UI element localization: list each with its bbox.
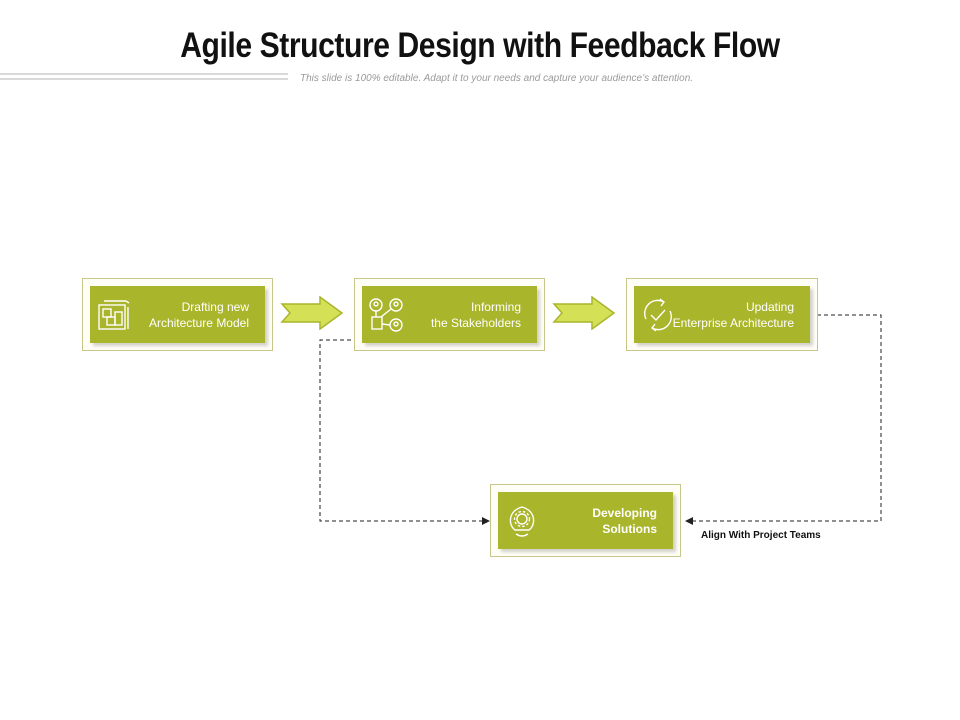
node-label-line1: Informing: [470, 299, 521, 314]
node-label: Informing the Stakeholders: [431, 299, 521, 331]
blueprint-icon: [98, 299, 130, 330]
lightbulb-gear-icon: [509, 505, 535, 537]
flow-arrow-1: [280, 296, 344, 330]
title-rule-bottom: [0, 78, 288, 80]
slide-subtitle: This slide is 100% editable. Adapt it to…: [300, 73, 694, 84]
node-updating[interactable]: Updating Enterprise Architecture: [626, 278, 818, 351]
connector-informing-to-developing: [319, 339, 490, 525]
connector-updating-to-developing: [685, 314, 882, 525]
slide-title: Agile Structure Design with Feedback Flo…: [180, 26, 780, 65]
node-label-line2: the Stakeholders: [430, 315, 521, 330]
stakeholders-network-icon: [369, 297, 403, 332]
node-label-line2: Architecture Model: [148, 315, 249, 330]
node-drafting[interactable]: Drafting new Architecture Model: [82, 278, 273, 351]
node-label-line1: Developing: [592, 505, 657, 520]
node-developing[interactable]: Developing Solutions: [490, 484, 681, 557]
refresh-check-icon: [644, 297, 672, 332]
title-rule-top: [0, 73, 288, 75]
flow-arrow-2: [552, 296, 616, 330]
node-label: Updating Enterprise Architecture: [673, 299, 794, 331]
feedback-connector-label: Align With Project Teams: [701, 530, 821, 541]
node-label-line1: Drafting new: [181, 299, 249, 314]
node-label: Developing Solutions: [592, 505, 657, 537]
node-label: Drafting new Architecture Model: [149, 299, 249, 331]
node-label-line2: Solutions: [602, 521, 657, 536]
node-label-line2: Enterprise Architecture: [672, 315, 794, 330]
node-label-line1: Updating: [745, 299, 794, 314]
node-informing[interactable]: Informing the Stakeholders: [354, 278, 545, 351]
